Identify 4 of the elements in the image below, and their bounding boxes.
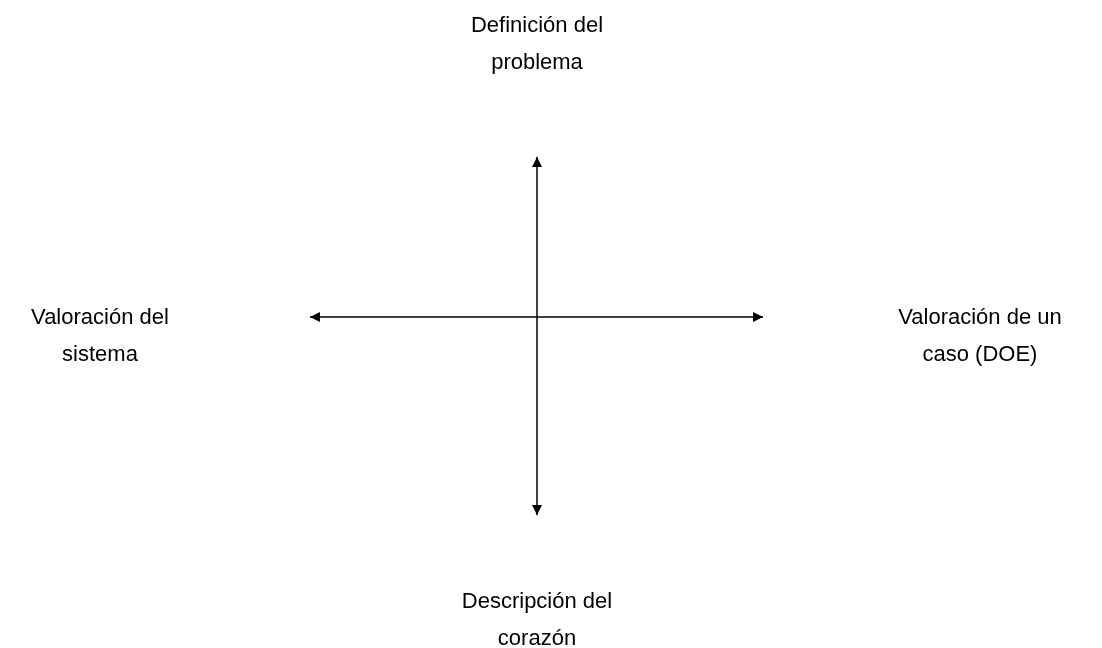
axis-label: Valoración del sistema: [30, 303, 170, 368]
axis-label: Descripción del corazón: [460, 587, 614, 648]
axis-label: Valoración de un caso (DOE): [897, 303, 1063, 368]
axis-label: Definición del problema: [469, 11, 605, 76]
